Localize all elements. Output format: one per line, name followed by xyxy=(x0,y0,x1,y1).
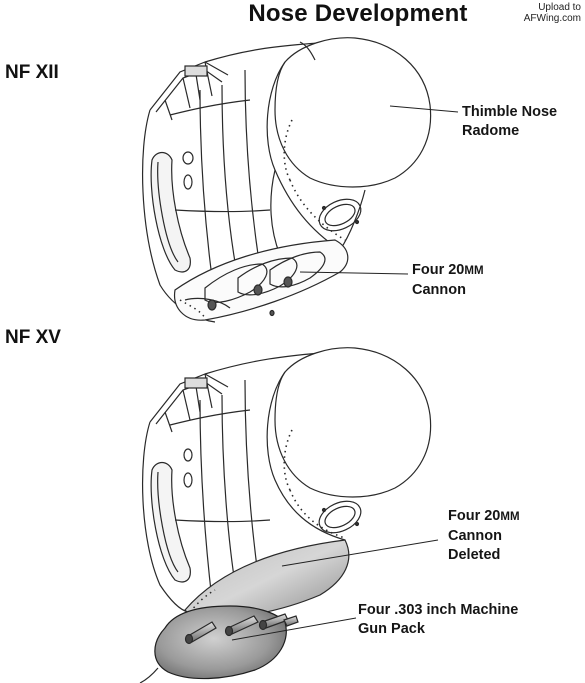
leader-line-radome xyxy=(390,106,458,112)
label-thimble-nose-radome: Thimble Nose Radome xyxy=(462,103,557,141)
label-cannon-line-1: Four 20MM xyxy=(412,261,484,281)
machine-gun-pack xyxy=(155,606,286,679)
label-deleted-line-2: Cannon xyxy=(448,528,502,544)
label-deleted-line-1: Four 20MM xyxy=(448,507,520,527)
upload-credit: Upload to AFWing.com xyxy=(524,2,581,24)
label-deleted-line-1a: Four 20 xyxy=(448,508,501,524)
label-deleted-line-3: Deleted xyxy=(448,547,501,563)
nf-xv-nose-drawing xyxy=(140,348,431,683)
label-machine-gun-pack: Four .303 inch Machine Gun Pack xyxy=(358,601,518,639)
leader-line-gun-pack xyxy=(232,618,356,640)
page-title: Nose Development xyxy=(248,0,468,27)
canopy-frame-1 xyxy=(150,62,228,120)
gun-barrels xyxy=(186,614,299,644)
leader-line-cannon-deleted xyxy=(282,540,438,566)
side-window-1 xyxy=(151,153,190,272)
credit-line-2: AFWing.com xyxy=(523,13,581,24)
nf-xii-nose-drawing xyxy=(143,38,431,322)
label-deleted-unit: MM xyxy=(500,511,520,523)
label-radome-line-2: Radome xyxy=(462,123,520,139)
label-four-20mm-cannon-deleted: Four 20MM Cannon Deleted xyxy=(448,507,520,565)
section-title-nf-xv: NF XV xyxy=(5,327,61,348)
leader-line-cannon xyxy=(300,272,408,274)
credit-line-1: Upload to xyxy=(538,2,581,13)
label-cannon-line-1a: Four 20 xyxy=(412,262,465,278)
label-radome-line-1: Thimble Nose xyxy=(462,104,558,120)
label-gunpack-line-1: Four .303 inch Machine xyxy=(358,602,519,618)
section-title-nf-xii: NF XII xyxy=(5,62,59,83)
thimble-radome-2 xyxy=(275,348,431,497)
label-four-20mm-cannon: Four 20MM Cannon xyxy=(412,261,484,300)
label-cannon-line-2: Cannon xyxy=(412,282,466,298)
side-window-2 xyxy=(151,463,190,582)
cannon-fairing-1 xyxy=(175,240,348,320)
canopy-frame-2 xyxy=(150,374,228,432)
thimble-radome-1 xyxy=(275,38,431,187)
fuselage-left-outline-2 xyxy=(143,422,188,612)
label-gunpack-line-2: Gun Pack xyxy=(358,621,425,637)
label-cannon-unit: MM xyxy=(464,265,484,277)
